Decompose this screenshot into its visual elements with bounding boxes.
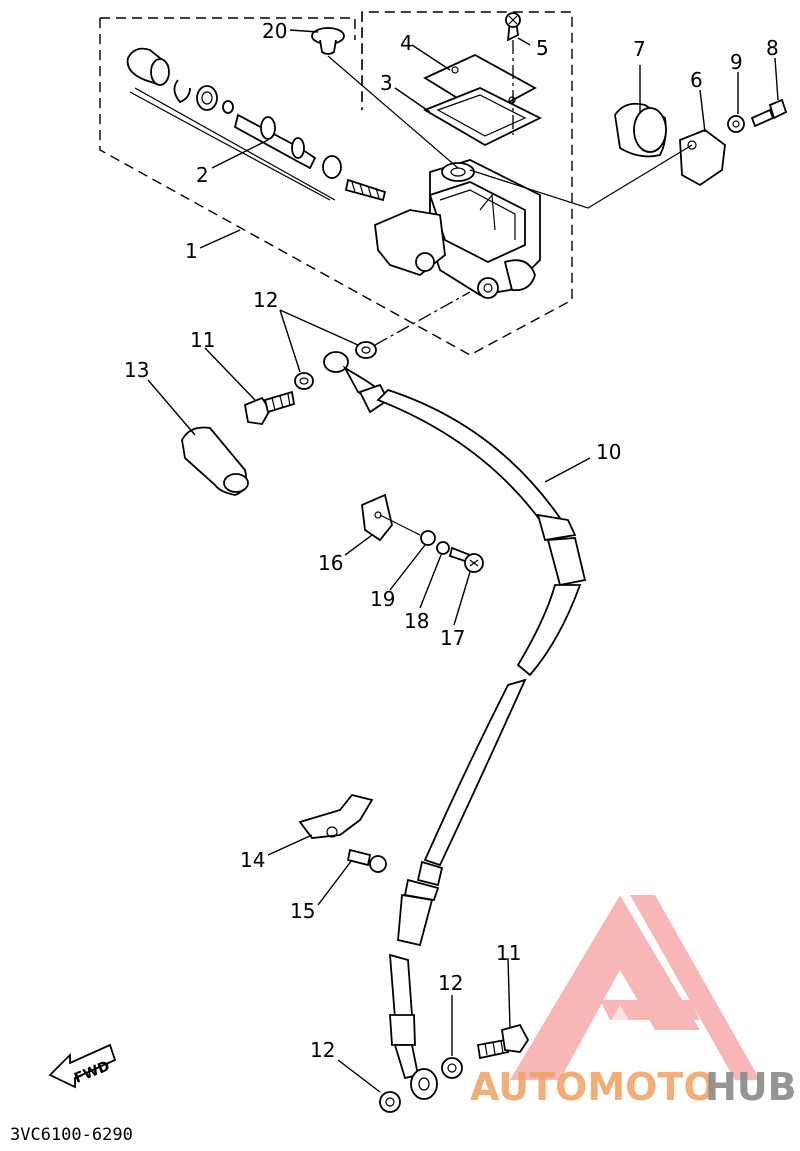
callout-18: 18 [404, 609, 429, 633]
callout-5: 5 [536, 36, 549, 60]
reservoir-cap-parts [422, 12, 543, 147]
brake-hose [323, 351, 587, 1100]
union-bolt-bottom [379, 1023, 530, 1113]
callout-8: 8 [766, 36, 779, 60]
callout-13: 13 [124, 358, 149, 382]
callout-11-bottom: 11 [496, 941, 521, 965]
callout-16: 16 [318, 551, 343, 575]
callout-15: 15 [290, 899, 315, 923]
hose-guide-14-group [298, 793, 387, 873]
callout-9: 9 [730, 50, 743, 74]
master-cylinder-body [374, 159, 541, 299]
callout-19: 19 [370, 587, 395, 611]
callout-11-top: 11 [190, 328, 215, 352]
watermark-logo [510, 895, 760, 1080]
callout-20: 20 [262, 19, 287, 43]
piston-kit [126, 47, 387, 202]
cover-13 [181, 426, 249, 496]
leader-lines [147, 29, 779, 1093]
callout-12-top: 12 [253, 288, 278, 312]
callout-1: 1 [185, 239, 198, 263]
callout-17: 17 [440, 626, 465, 650]
union-bolt-top [243, 291, 471, 425]
plug-20 [311, 27, 459, 169]
callout-12-bottom: 12 [310, 1038, 335, 1062]
watermark-text-hub: HUB [705, 1065, 797, 1109]
callout-4: 4 [400, 31, 413, 55]
callout-labels: 20 4 3 5 7 6 9 8 2 1 12 11 13 10 16 19 1… [124, 19, 779, 1062]
diagram-code: 3VC6100-6290 [10, 1125, 133, 1145]
callout-2: 2 [196, 163, 209, 187]
callout-14: 14 [240, 848, 265, 872]
watermark-text-automoto: AUTOMOTO [470, 1065, 716, 1109]
lever-holder-group [469, 98, 788, 209]
bracket-16-group [361, 493, 484, 573]
callout-10: 10 [596, 440, 621, 464]
callout-3: 3 [380, 71, 393, 95]
fwd-arrow [48, 1043, 117, 1089]
callout-6: 6 [690, 68, 703, 92]
callout-12-mid: 12 [438, 971, 463, 995]
callout-7: 7 [633, 37, 646, 61]
